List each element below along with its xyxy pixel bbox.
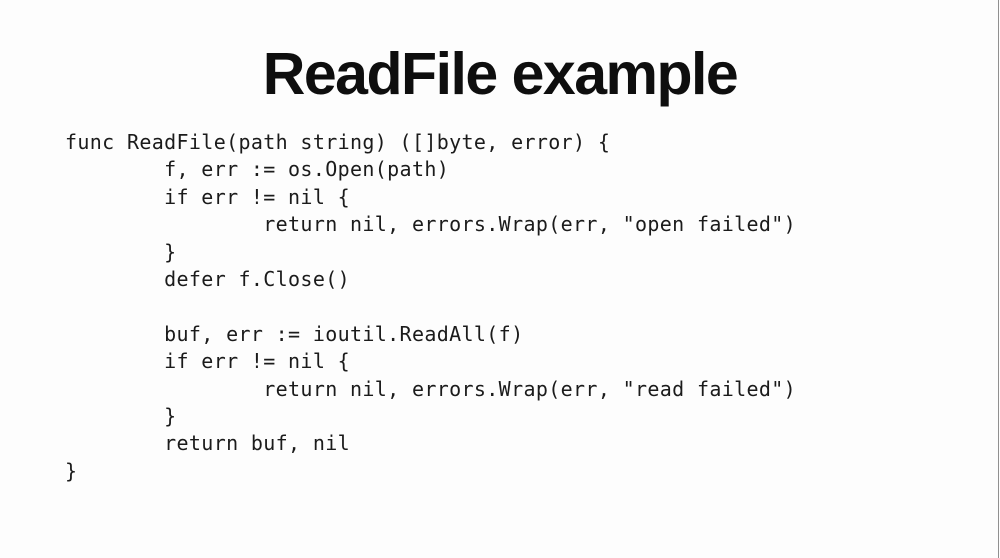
code-line: return nil, errors.Wrap(err, "read faile… <box>65 376 797 401</box>
code-line: if err != nil { <box>65 184 350 209</box>
code-line <box>65 293 796 320</box>
code-block: func ReadFile(path string) ([]byte, erro… <box>65 129 796 485</box>
code-line: func ReadFile(path string) ([]byte, erro… <box>65 130 611 154</box>
code-line: } <box>65 239 177 264</box>
slide-title: ReadFile example <box>262 41 739 107</box>
code-line: } <box>65 404 177 429</box>
right-edge-line <box>998 0 999 558</box>
code-line: buf, err := ioutil.ReadAll(f) <box>65 321 524 346</box>
code-line: return nil, errors.Wrap(err, "open faile… <box>65 212 797 237</box>
code-line: f, err := os.Open(path) <box>65 157 450 182</box>
code-line: } <box>65 458 78 483</box>
code-line: return buf, nil <box>65 431 350 456</box>
code-line: if err != nil { <box>65 349 350 374</box>
code-line: defer f.Close() <box>65 267 350 292</box>
